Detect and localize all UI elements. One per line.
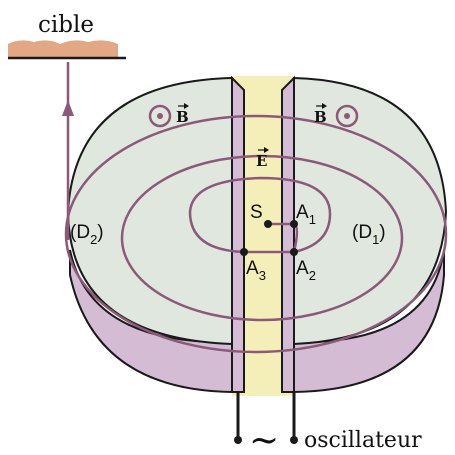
label-d1: (D1) — [352, 222, 386, 247]
ac-source-symbol: ~ — [249, 420, 279, 455]
target-plate — [8, 40, 118, 58]
field-b-left: B — [148, 103, 189, 128]
point-a3 — [240, 248, 248, 256]
oscillator-label: oscillateur — [304, 428, 422, 453]
b-out-of-page-icon — [335, 104, 359, 128]
svg-text:B: B — [314, 108, 327, 126]
label-a3: A3 — [246, 258, 266, 283]
svg-text:B: B — [176, 108, 189, 126]
b-out-of-page-icon — [148, 104, 172, 128]
target-label: cible — [38, 12, 94, 38]
label-a2: A2 — [296, 258, 316, 283]
exit-arrow-icon — [62, 100, 74, 116]
point-a1 — [290, 220, 298, 228]
field-b-right: B — [314, 103, 359, 128]
label-s: S — [250, 202, 263, 223]
dee-left-inner-edge — [231, 75, 245, 393]
label-d2: (D2) — [70, 222, 104, 247]
svg-text:E: E — [256, 152, 267, 170]
terminal-right — [290, 436, 298, 444]
oscillator-leads — [236, 392, 296, 438]
point-a2 — [290, 248, 298, 256]
terminal-left — [234, 436, 242, 444]
label-a1: A1 — [296, 202, 316, 227]
dee-right-inner-edge — [281, 75, 295, 393]
points — [240, 220, 298, 256]
point-s — [264, 220, 272, 228]
dee-right-side — [293, 80, 445, 394]
field-e: E — [256, 147, 269, 170]
